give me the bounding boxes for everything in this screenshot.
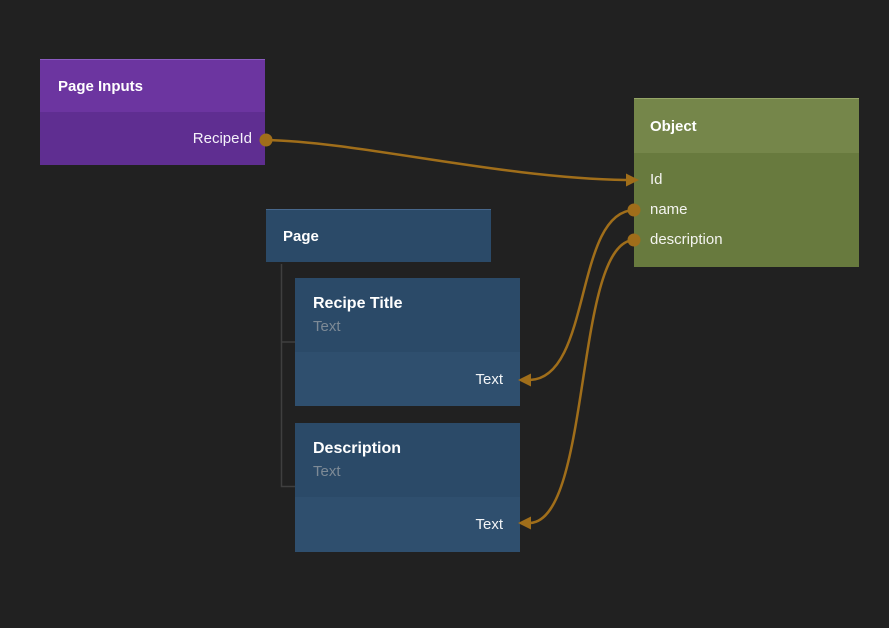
binding-title: Description xyxy=(313,440,402,457)
binding-type: Text xyxy=(313,318,341,335)
node-object[interactable]: Object Id name description xyxy=(634,98,859,267)
binding-input-label: Text xyxy=(475,370,503,388)
node-page-inputs-header[interactable]: Page Inputs xyxy=(40,59,265,112)
input-label-id: Id xyxy=(650,171,663,188)
binding-card-recipe-title-info: Recipe Title Text xyxy=(295,278,520,352)
node-page-title: Page xyxy=(283,227,319,245)
connection-description-to-description-text[interactable] xyxy=(529,238,635,525)
binding-card-description-info: Description Text xyxy=(295,423,520,497)
input-row-id[interactable]: Id xyxy=(634,165,859,195)
node-object-header[interactable]: Object xyxy=(634,98,859,153)
node-object-body: Id name description xyxy=(634,153,859,267)
binding-card-description[interactable]: Description Text Text xyxy=(295,423,520,552)
node-object-title: Object xyxy=(650,117,697,135)
binding-card-recipe-title[interactable]: Recipe Title Text Text xyxy=(295,278,520,406)
binding-input-label: Text xyxy=(475,516,503,533)
binding-title: Recipe Title xyxy=(313,295,403,312)
connection-name-to-recipe-title-text[interactable] xyxy=(529,208,635,382)
input-label-description: description xyxy=(650,231,723,248)
output-label-recipeid: RecipeId xyxy=(192,130,252,147)
binding-input-row-description[interactable]: Text xyxy=(295,497,520,552)
input-row-description[interactable]: description xyxy=(634,225,859,255)
input-label-name: name xyxy=(650,201,688,218)
node-page-inputs-output-row[interactable]: RecipeId xyxy=(40,112,265,165)
input-row-name[interactable]: name xyxy=(634,195,859,225)
node-page-inputs-title: Page Inputs xyxy=(58,77,144,95)
node-page-inputs[interactable]: Page Inputs RecipeId xyxy=(40,59,265,165)
node-page[interactable]: Page xyxy=(266,209,491,262)
node-page-header[interactable]: Page xyxy=(266,209,491,262)
binding-input-row-recipe-title[interactable]: Text xyxy=(295,352,520,406)
connection-recipeid-to-id[interactable] xyxy=(265,138,627,182)
tree-connector-line xyxy=(280,264,295,488)
binding-type: Text xyxy=(313,463,341,480)
